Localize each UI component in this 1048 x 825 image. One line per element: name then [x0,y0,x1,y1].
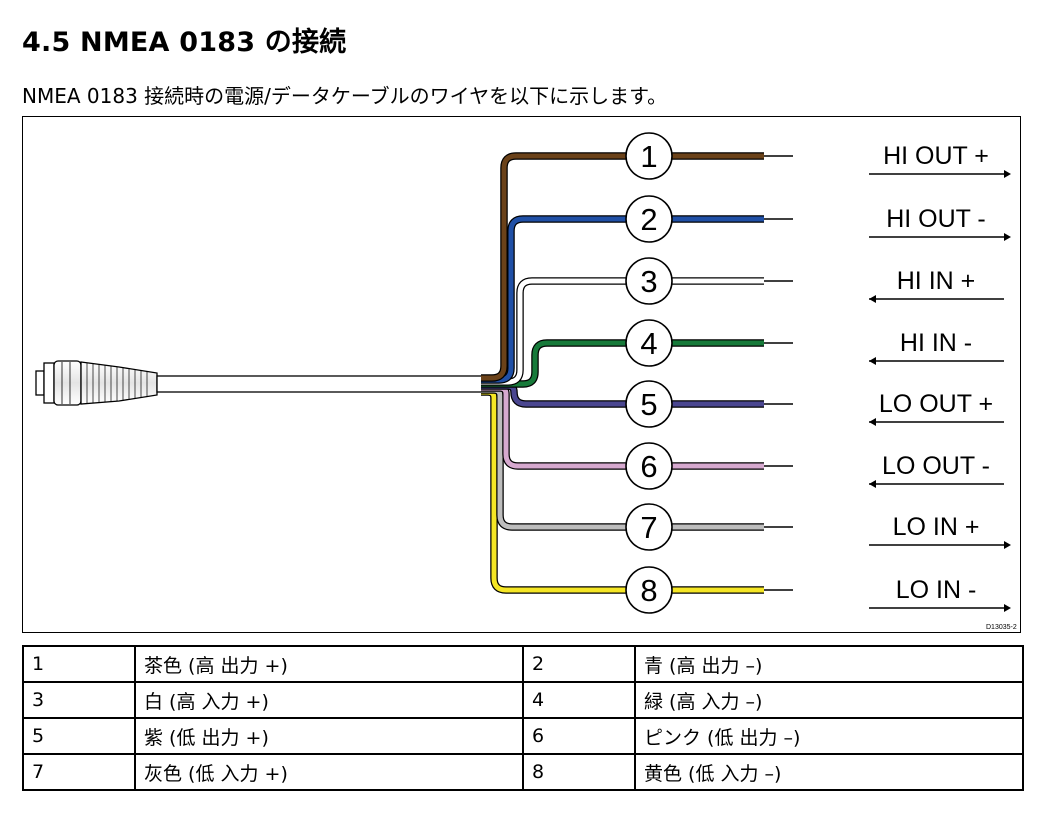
legend-number: 2 [522,645,636,683]
legend-description: 茶色 (高 出力 +) [134,645,524,683]
wire-number-circle [625,442,673,490]
table-row: 5 紫 (低 出力 +) 6 ピンク (低 出力 –) [22,717,1024,755]
arrow-right-icon [869,170,1011,178]
legend-number: 3 [22,681,136,719]
wire-number: 5 [640,387,657,422]
legend-description: 紫 (低 出力 +) [134,717,524,755]
diagram-reference: D13035-2 [986,624,1017,631]
arrow-left-icon [869,295,1004,303]
legend-description: 白 (高 入力 +) [134,681,524,719]
legend-description: 青 (高 出力 –) [634,645,1024,683]
arrow-right-icon [869,604,1011,612]
arrow-right-icon [869,541,1011,549]
arrow-left-icon [869,480,1004,488]
intro-text: NMEA 0183 接続時の電源/データケーブルのワイヤを以下に示します。 [22,84,668,108]
arrow-left-icon [869,357,1004,365]
wire-label: LO OUT + [879,390,993,418]
arrow-right-icon [869,233,1011,241]
arrow-left-icon [869,418,1004,426]
wire-number-circle [625,195,673,243]
wire-number: 1 [640,139,657,174]
wire-4 [481,339,793,388]
wire-number: 8 [640,573,657,608]
legend-number: 8 [522,753,636,791]
wire-number: 3 [640,264,657,299]
wire-legend-table: 1 茶色 (高 出力 +) 2 青 (高 出力 –) 3 白 (高 入力 +) … [22,645,1024,791]
wire-2 [481,215,793,384]
table-row: 3 白 (高 入力 +) 4 緑 (高 入力 –) [22,681,1024,719]
wire-label: HI OUT + [883,142,989,170]
wire-number-circle [625,132,673,180]
legend-description: 緑 (高 入力 –) [634,681,1024,719]
wire-1 [481,152,793,382]
wiring-diagram-canvas: 1 HI OUT + 2 HI OUT - 3 HI IN + 4 HI IN - 5 LO OU… [35,132,1017,631]
wires [481,152,793,594]
wire-label: LO OUT - [882,452,990,480]
wire-number: 6 [640,449,657,484]
cable-sheath [156,375,484,393]
wire-number-circle [625,257,673,305]
wiring-diagram: 1 HI OUT + 2 HI OUT - 3 HI IN + 4 HI IN - 5 LO OU… [22,116,1021,633]
wire-label: LO IN + [893,513,980,541]
wire-labels: 1 HI OUT + 2 HI OUT - 3 HI IN + 4 HI IN - 5 LO OU… [625,132,1011,614]
wire-label: LO IN - [896,576,977,604]
table-row: 7 灰色 (低 入力 +) 8 黄色 (低 入力 –) [22,753,1024,791]
legend-description: ピンク (低 出力 –) [634,717,1024,755]
cable-connector [35,360,158,406]
wire-label: HI OUT - [886,205,986,233]
wire-number: 7 [640,510,657,545]
wire-3 [481,277,793,386]
section-heading: 4.5 NMEA 0183 の接続 [22,27,347,58]
legend-number: 7 [22,753,136,791]
legend-number: 4 [522,681,636,719]
wire-number: 4 [640,326,657,361]
legend-number: 1 [22,645,136,683]
wire-number: 2 [640,202,657,237]
wire-number-circle [625,566,673,614]
wire-number-circle [625,319,673,367]
legend-number: 6 [522,717,636,755]
wire-number-circle [625,503,673,551]
legend-description: 黄色 (低 入力 –) [634,753,1024,791]
legend-number: 5 [22,717,136,755]
table-row: 1 茶色 (高 出力 +) 2 青 (高 出力 –) [22,645,1024,683]
legend-description: 灰色 (低 入力 +) [134,753,524,791]
wire-label: HI IN - [900,329,972,357]
wire-label: HI IN + [897,267,976,295]
wire-number-circle [625,380,673,428]
